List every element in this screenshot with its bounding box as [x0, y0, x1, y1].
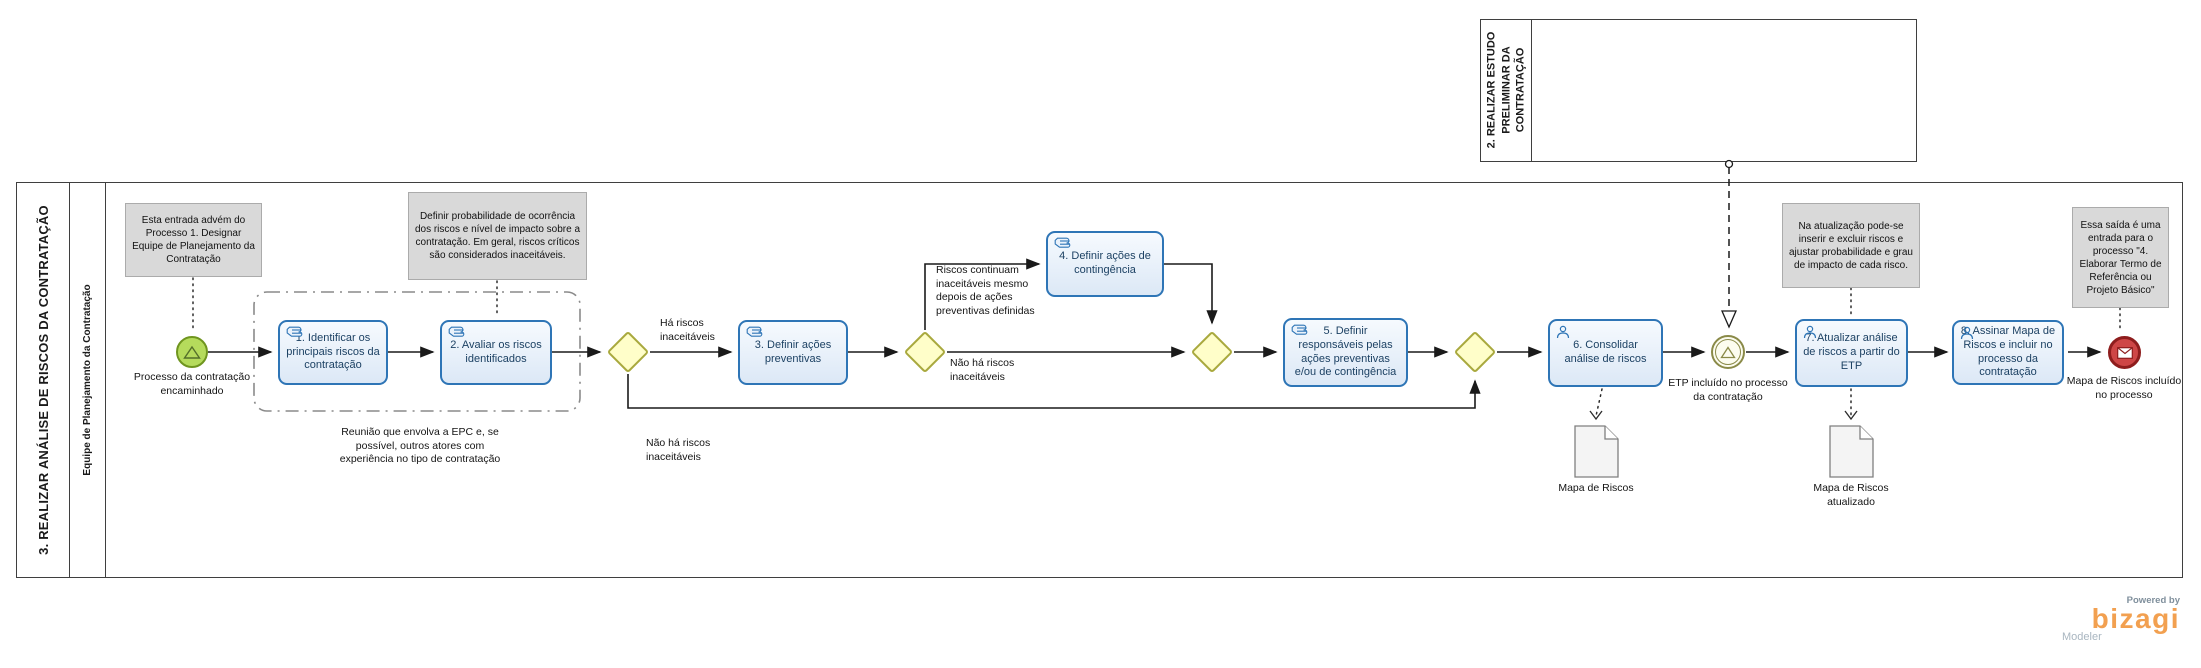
flow-label-nao-ha-riscos-1: Não há riscos inaceitáveis [646, 437, 711, 463]
document-mapa-de-riscos-atualizado[interactable] [1829, 425, 1874, 483]
signal-triangle-icon [1720, 345, 1736, 358]
task-label: 8. Assinar Mapa de Riscos e incluir no p… [1960, 325, 2056, 379]
task-2-avaliar-riscos[interactable]: 2. Avaliar os riscos identificados [440, 320, 552, 385]
association [1595, 388, 1603, 417]
task-label: 6. Consolidar análise de riscos [1564, 339, 1647, 365]
manual-task-icon [745, 326, 763, 344]
modeler-label: Modeler [2062, 631, 2102, 644]
document-mapa-de-riscos[interactable] [1574, 425, 1619, 483]
user-task-icon [1959, 326, 1975, 345]
annotation-update[interactable]: Na atualização pode-se inserir e excluir… [1782, 203, 1920, 288]
group-label: Reunião que envolva a EPC e, se possível… [339, 426, 501, 466]
document-label: Mapa de Riscos atualizado [1813, 482, 1889, 508]
flow-label-riscos-continuam: Riscos continuam inaceitáveis mesmo depo… [936, 264, 1035, 317]
annotation-probability[interactable]: Definir probabilidade de ocorrência dos … [408, 192, 587, 280]
task-label: 1. Identificar os principais riscos da c… [286, 331, 380, 372]
bizagi-branding: Powered by bizagi Modeler [2060, 595, 2180, 643]
annotation-entry-source[interactable]: Esta entrada advém do Processo 1. Design… [125, 203, 262, 277]
intermediate-event-inner-ring [1715, 339, 1741, 365]
bizagi-logo: bizagi [2091, 603, 2180, 634]
powered-by-label: Powered by [2126, 595, 2180, 606]
pool-title-divider [1531, 20, 1532, 161]
task-label: 2. Avaliar os riscos identificados [450, 338, 542, 365]
pool-title-divider [69, 183, 70, 577]
annotation-output[interactable]: Essa saída é uma entrada para o processo… [2072, 207, 2169, 308]
signal-triangle-icon [183, 345, 201, 359]
user-task-icon [1555, 325, 1571, 344]
associations [192, 277, 2121, 417]
external-pool[interactable]: 2. REALIZAR ESTUDO PRELIMINAR DA CONTRAT… [1480, 19, 1917, 162]
task-label: 3. Definir ações preventivas [754, 338, 832, 365]
task-3-definir-acoes-preventivas[interactable]: 3. Definir ações preventivas [738, 320, 848, 385]
start-event-label: Processo da contratação encaminhado [133, 371, 251, 397]
task-label: 7. Atualizar análise de riscos a partir … [1803, 332, 1900, 372]
task-1-identificar-riscos[interactable]: 1. Identificar os principais riscos da c… [278, 320, 388, 385]
task-5-definir-responsaveis[interactable]: 5. Definir responsáveis pelas ações prev… [1283, 318, 1408, 387]
end-event-label: Mapa de Riscos incluído no processo [2066, 375, 2182, 401]
document-icon [1829, 425, 1874, 478]
sequence-flow [627, 374, 1481, 409]
sequence-flows [208, 258, 2102, 409]
envelope-icon [2116, 346, 2133, 359]
manual-task-icon [285, 326, 303, 344]
association-arrowheads [1589, 410, 1858, 421]
main-pool[interactable]: 3. REALIZAR ANÁLISE DE RISCOS DA CONTRAT… [16, 182, 2183, 578]
document-label: Mapa de Riscos [1558, 482, 1634, 494]
message-flow [1721, 159, 1737, 329]
intermediate-event-label: ETP incluído no processo da contratação [1668, 377, 1788, 403]
task-8-assinar-mapa[interactable]: 8. Assinar Mapa de Riscos e incluir no p… [1952, 320, 2064, 385]
user-task-icon [1802, 325, 1818, 344]
task-label: 5. Definir responsáveis pelas ações prev… [1294, 325, 1397, 379]
document-icon [1574, 425, 1619, 478]
manual-task-icon [1290, 324, 1308, 342]
sequence-flow [924, 258, 1041, 330]
flow-label-ha-riscos: Há riscos inaceitáveis [660, 317, 715, 343]
task-7-atualizar-analise[interactable]: 7. Atualizar análise de riscos a partir … [1795, 319, 1908, 387]
end-event-message[interactable] [2108, 336, 2141, 369]
manual-task-icon [447, 326, 465, 344]
task-4-definir-acoes-contingencia[interactable]: 4. Definir ações de contingência [1046, 231, 1164, 297]
task-label: 4. Definir ações de contingência [1059, 250, 1151, 276]
lane-divider [105, 183, 106, 577]
intermediate-event-signal[interactable] [1711, 335, 1745, 369]
flow-label-nao-ha-riscos-2: Não há riscos inaceitáveis [950, 357, 1015, 383]
start-event-signal[interactable] [176, 336, 208, 368]
manual-task-icon [1053, 237, 1071, 255]
sequence-flow [1164, 263, 1218, 325]
task-6-consolidar-analise[interactable]: 6. Consolidar análise de riscos [1548, 319, 1663, 387]
